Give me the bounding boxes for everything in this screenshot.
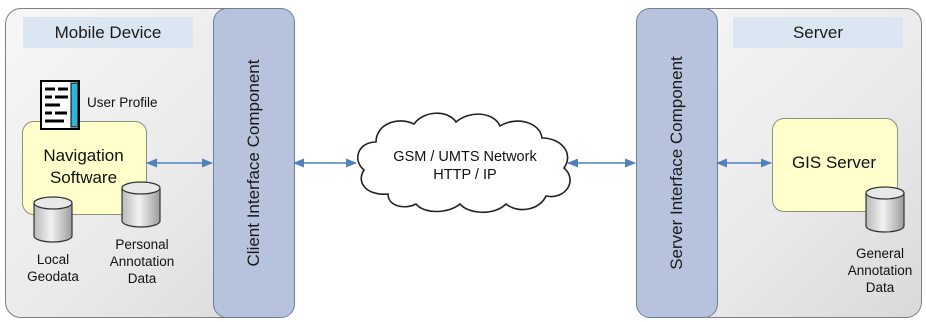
navigation-software-label: Navigation Software xyxy=(43,146,124,187)
network-label: GSM / UMTS Network HTTP / IP xyxy=(393,149,537,183)
client-interface-component: Client Interface Component xyxy=(213,8,295,318)
personal-annotation-database-icon xyxy=(121,181,161,228)
mobile-device-title: Mobile Device xyxy=(54,22,162,42)
local-geodata-label: Local Geodata xyxy=(27,252,79,284)
personal-annotation-label: Personal Annotation Data xyxy=(109,237,175,286)
user-profile-document-icon xyxy=(40,80,80,130)
general-annotation-database-icon xyxy=(865,186,905,233)
network-cloud-icon xyxy=(356,112,571,214)
local-geodata-database-icon xyxy=(33,196,73,243)
user-profile-label: User Profile xyxy=(87,95,158,110)
server-title: Server xyxy=(792,22,844,42)
general-annotation-label: General Annotation Data xyxy=(847,246,913,295)
server-header: Server xyxy=(733,17,903,48)
gis-server-label: GIS Server xyxy=(791,153,877,172)
mobile-device-header: Mobile Device xyxy=(23,17,193,48)
